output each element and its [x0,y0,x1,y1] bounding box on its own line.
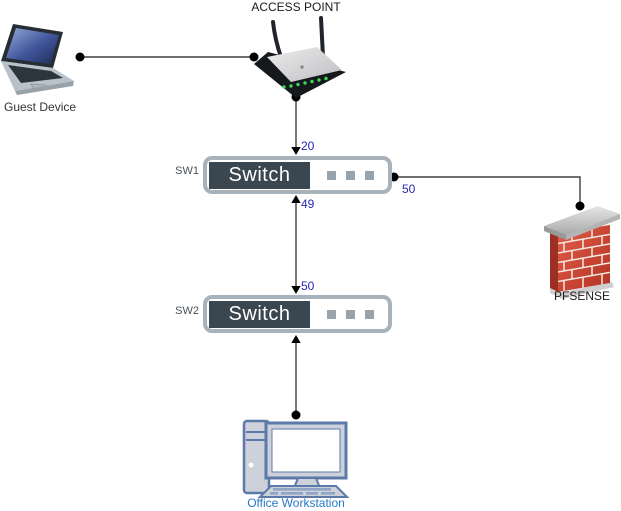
edge-sw1-sw2[interactable] [291,195,301,294]
sw1-switch-text: Switch [209,161,310,189]
sw2-name-label: SW2 [175,305,199,317]
node-office-workstation[interactable] [240,418,350,498]
edge-guestdevice-accesspoint[interactable] [75,52,259,62]
port-label-sw2-50: 50 [301,279,315,293]
firewall-icon [544,206,620,299]
sw2-port-squares [327,309,374,319]
node-sw2[interactable]: Switch [203,295,392,333]
node-access-point[interactable] [246,12,352,100]
port-label-sw1-pfsense-50: 50 [402,182,416,196]
sw2-switch-text: Switch [209,300,310,328]
arrowhead [291,195,301,203]
connector-dot [575,201,585,211]
edge-sw2-workstation[interactable] [291,335,301,420]
node-guest-device[interactable] [0,22,80,97]
port-label-sw1-49: 49 [301,197,315,211]
port-square [346,170,355,180]
arrowhead [291,147,301,155]
office-workstation-label: Office Workstation [247,496,345,510]
port-label-ap-sw1: 20 [301,139,315,153]
connector-dot [75,52,85,62]
workstation-icon [242,419,350,498]
node-sw1[interactable]: Switch [203,156,392,194]
access-point-icon [254,16,346,98]
pfsense-label: PFSENSE [553,289,610,303]
connector-dot [249,52,259,62]
port-square [365,309,374,319]
sw1-port-squares [327,170,374,180]
connector-dot [291,410,301,420]
arrowhead [291,335,301,343]
guest-device-label: Guest Device [4,100,77,114]
node-pfsense[interactable] [542,198,621,303]
arrowhead [291,286,301,294]
port-square [346,309,355,319]
port-square [365,170,374,180]
laptop-icon [1,24,74,95]
sw1-name-label: SW1 [175,165,199,177]
port-square [327,309,336,319]
access-point-label: ACCESS POINT [251,0,341,14]
port-square [327,170,336,180]
edge-accesspoint-sw1[interactable] [291,92,301,156]
